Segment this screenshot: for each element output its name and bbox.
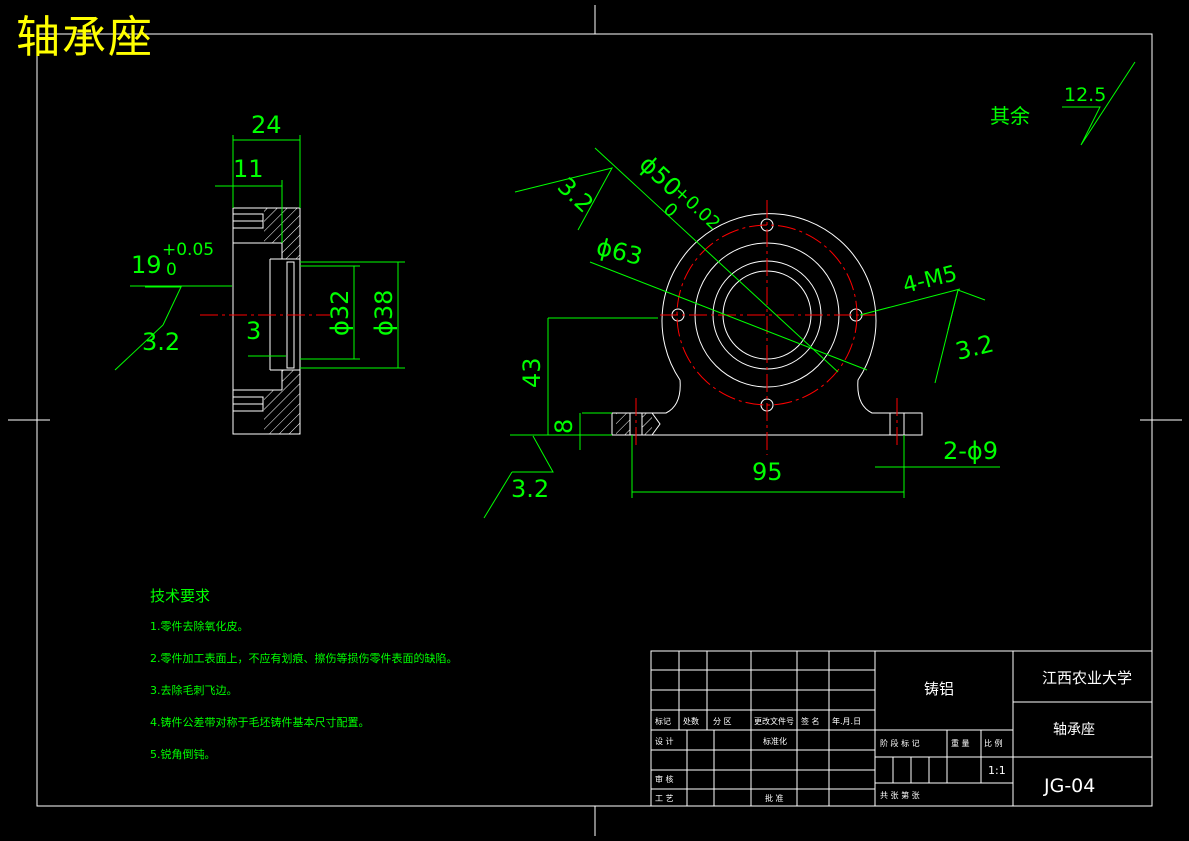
tech-item: 4.铸件公差带对称于毛坯铸件基本尺寸配置。 xyxy=(150,716,370,729)
row-label-0: 标记 xyxy=(655,716,671,726)
rest-value: 12.5 xyxy=(1064,84,1106,106)
label-process: 工 艺 xyxy=(655,794,674,803)
row-label-1: 处数 xyxy=(683,716,699,726)
part-name: 轴承座 xyxy=(1053,722,1095,738)
surface-finish-rest: 其余 12.5 xyxy=(990,61,1136,146)
tech-item: 1.零件去除氧化皮。 xyxy=(150,620,249,633)
dia-32: ϕ32 xyxy=(326,290,354,336)
front-view: 3.2 ϕ50 +0.02 0 ϕ63 4-M5 3.2 43 8 95 2-ϕ… xyxy=(483,147,1000,519)
dia-63: ϕ63 xyxy=(594,233,646,271)
label-stage: 阶 段 标 记 xyxy=(880,738,920,748)
tol-upper-19: +0.05 xyxy=(162,240,214,260)
side-view: 24 11 19 +0.05 0 3.2 3 ϕ32 ϕ38 xyxy=(114,111,405,435)
dim-11: 11 xyxy=(233,155,264,183)
label-sheet: 共 张 第 张 xyxy=(880,790,920,800)
rough-left: 3.2 xyxy=(142,328,180,356)
tech-heading: 技术要求 xyxy=(150,587,211,605)
label-weight: 重 量 xyxy=(951,738,970,748)
scale-value: 1:1 xyxy=(988,764,1006,777)
dia-38: ϕ38 xyxy=(370,290,398,336)
label-review: 审 核 xyxy=(655,774,674,784)
drawing-number: JG-04 xyxy=(1043,775,1095,797)
rough-top: 3.2 xyxy=(552,172,599,219)
dim-8: 8 xyxy=(550,419,578,434)
dim-19: 19 xyxy=(131,251,162,279)
drawing-frame xyxy=(8,5,1182,836)
label-design: 设 计 xyxy=(655,736,674,746)
label-standardize: 标准化 xyxy=(763,736,787,746)
rough-bottom: 3.2 xyxy=(511,475,549,503)
label-approve: 批 准 xyxy=(765,793,784,803)
row-label-3: 更改文件号 xyxy=(754,716,794,726)
university: 江西农业大学 xyxy=(1042,669,1132,687)
material: 铸铝 xyxy=(924,680,954,698)
technical-requirements: 技术要求 1.零件去除氧化皮。 2.零件加工表面上，不应有划痕、擦伤等损伤零件表… xyxy=(150,585,458,778)
rough-right: 3.2 xyxy=(953,329,997,365)
label-scale: 比 例 xyxy=(984,738,1003,748)
row-label-2: 分 区 xyxy=(713,717,732,726)
thread-4m5: 4-M5 xyxy=(900,261,959,299)
dim-24: 24 xyxy=(251,111,282,139)
row-label-5: 年.月.日 xyxy=(832,716,861,726)
tech-item: 5.锐角倒钝。 xyxy=(150,748,216,761)
title-block: 铸铝 江西农业大学 轴承座 JG-04 1:1 标记 处数 分 区 更改文件号 … xyxy=(650,650,1153,807)
row-label-4: 签 名 xyxy=(801,716,820,726)
dim-43: 43 xyxy=(518,357,546,388)
dim-95: 95 xyxy=(752,458,783,486)
drawing-title: 轴承座 xyxy=(16,12,154,63)
tech-item: 3.去除毛刺飞边。 xyxy=(150,684,238,697)
rest-label: 其余 xyxy=(990,104,1030,128)
tech-item: 2.零件加工表面上，不应有划痕、擦伤等损伤零件表面的缺陷。 xyxy=(150,652,458,665)
dim-3: 3 xyxy=(246,317,261,345)
dia-50-tol-lower: 0 xyxy=(659,199,682,222)
tol-lower-19: 0 xyxy=(166,260,177,280)
holes-2-dia-9: 2-ϕ9 xyxy=(943,437,998,465)
